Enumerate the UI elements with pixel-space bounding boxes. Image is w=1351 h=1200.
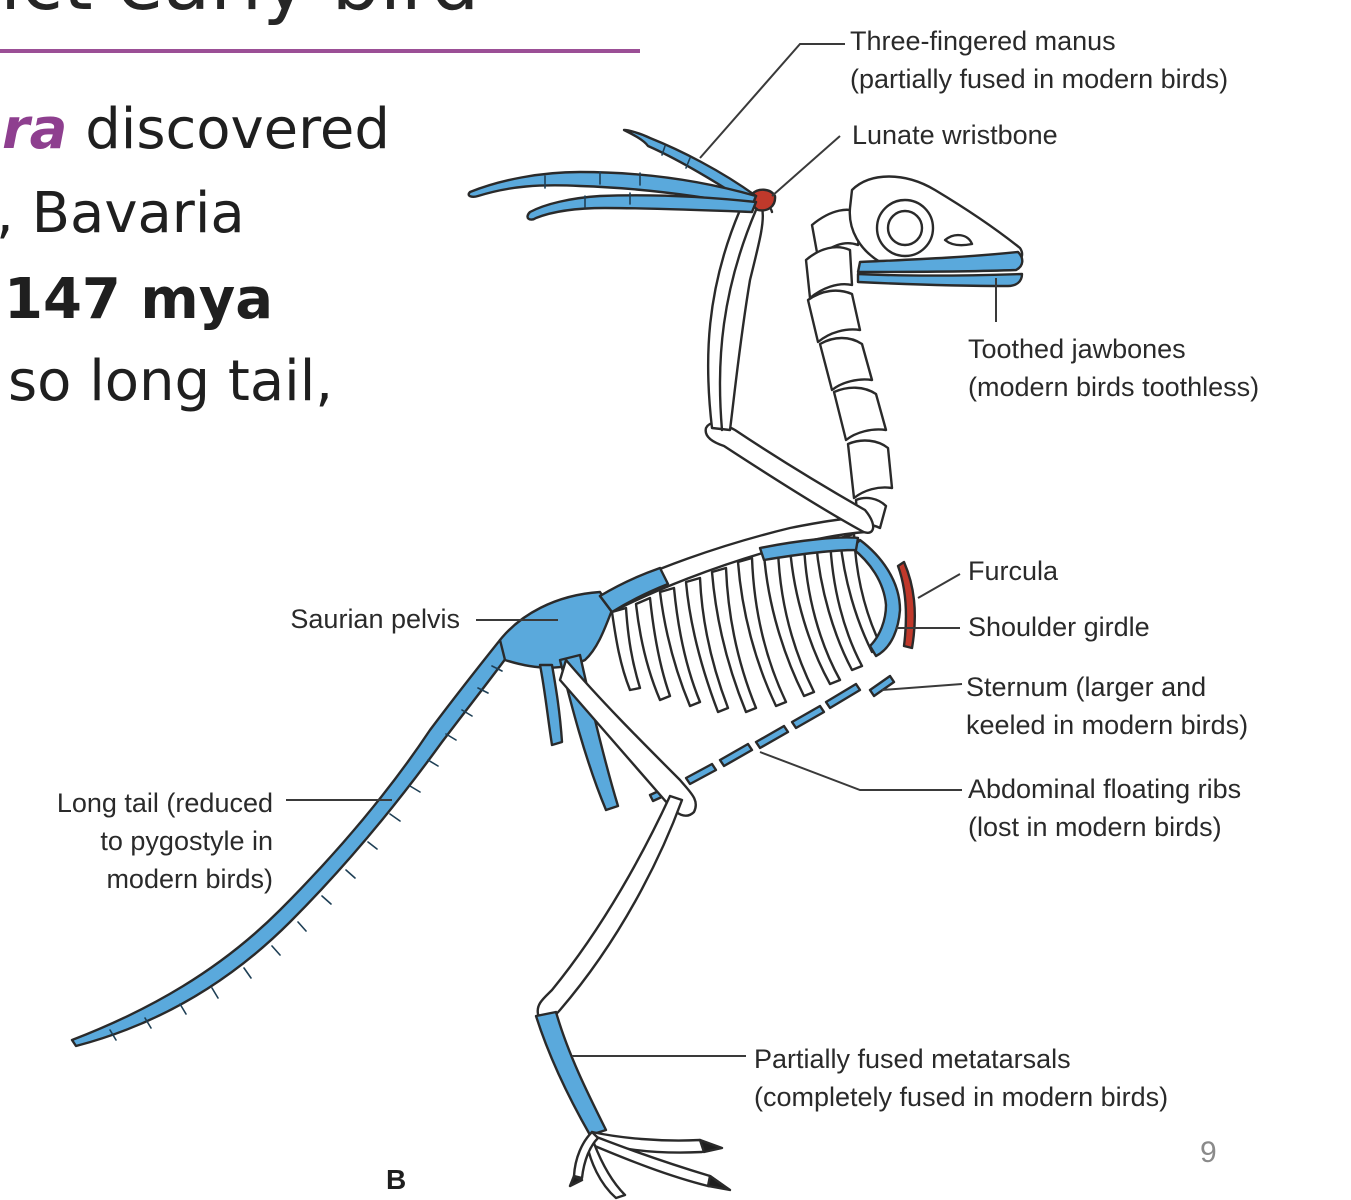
label-manus: Three-fingered manus (partially fused in… — [850, 22, 1228, 98]
bullet-accent-text: ra — [2, 97, 68, 162]
bullet-age: 147 mya — [4, 272, 273, 328]
label-metatarsals: Partially fused metatarsals (completely … — [754, 1040, 1168, 1116]
bullet-age-text: 147 mya — [4, 267, 274, 332]
femur — [558, 658, 697, 817]
nostril — [943, 233, 974, 247]
slide-title: ict early bird — [0, 0, 479, 27]
label-shoulder-line1: Shoulder girdle — [968, 612, 1150, 642]
metatarsals — [534, 1010, 608, 1137]
label-sternum-line2: keeled in modern birds) — [966, 710, 1249, 740]
tail-segments — [109, 665, 503, 1041]
bullet-long-tail: so long tail, — [8, 349, 334, 414]
figure-letter: B — [386, 1164, 407, 1195]
scapula-blue — [758, 536, 860, 562]
label-manus-line2: (partially fused in modern birds) — [850, 64, 1229, 94]
bullet-discovered: ra discovered — [2, 102, 390, 158]
neck-vertebrae — [804, 208, 894, 530]
title-underline — [0, 49, 640, 53]
foot-toes — [572, 1130, 726, 1200]
finger-joints — [544, 145, 691, 208]
label-tail: Long tail (reduced to pygostyle in moder… — [57, 784, 273, 898]
forearm — [706, 200, 765, 432]
pelvis-ischium — [538, 663, 564, 747]
sternum-bone — [868, 674, 896, 698]
label-wristbone-line1: Lunate wristbone — [852, 120, 1058, 150]
label-tail-line2: to pygostyle in — [100, 826, 273, 856]
label-jaw: Toothed jawbones (modern birds toothless… — [968, 330, 1259, 406]
label-metatarsals-line2: (completely fused in modern birds) — [754, 1082, 1169, 1112]
leader-ribs — [759, 751, 962, 791]
label-sternum: Sternum (larger and keeled in modern bir… — [966, 668, 1248, 744]
tibia — [536, 794, 684, 1021]
label-abdominal-ribs: Abdominal floating ribs (lost in modern … — [968, 770, 1241, 846]
lower-jaw — [856, 272, 1024, 288]
shoulder-girdle — [850, 538, 902, 658]
leader-sternum — [881, 683, 963, 691]
page-number: 9 — [1200, 1136, 1217, 1169]
label-tail-line3: modern birds) — [106, 864, 273, 894]
toe-claws — [568, 1138, 732, 1192]
label-sternum-line1: Sternum (larger and — [966, 672, 1207, 702]
furcula-bone — [896, 560, 917, 650]
leader-furcula — [917, 573, 961, 599]
label-wristbone: Lunate wristbone — [852, 116, 1058, 154]
leader-wristbone — [771, 135, 841, 197]
rib-cage — [610, 532, 884, 714]
pelvis-ilium — [498, 590, 614, 669]
label-pelvis-line1: Saurian pelvis — [290, 604, 460, 634]
humerus — [704, 421, 875, 534]
label-furcula-line1: Furcula — [968, 556, 1059, 586]
label-furcula: Furcula — [968, 552, 1058, 590]
label-metatarsals-line1: Partially fused metatarsals — [754, 1044, 1071, 1074]
label-jaw-line1: Toothed jawbones — [968, 334, 1186, 364]
leader-lines — [286, 43, 997, 1057]
leader-manus — [699, 43, 845, 159]
upper-jaw — [856, 250, 1024, 274]
skull — [848, 175, 1024, 264]
label-jaw-line2: (modern birds toothless) — [968, 372, 1260, 402]
label-pelvis: Saurian pelvis — [290, 600, 460, 638]
label-tail-line1: Long tail (reduced — [56, 788, 273, 818]
dorsal-vertebrae-blue — [598, 566, 670, 614]
label-ribs-line2: (lost in modern birds) — [968, 812, 1222, 842]
bullet-bavaria: , Bavaria — [0, 181, 245, 246]
label-ribs-line1: Abdominal floating ribs — [968, 774, 1242, 804]
label-shoulder-girdle: Shoulder girdle — [968, 608, 1150, 646]
label-manus-line1: Three-fingered manus — [850, 26, 1116, 56]
bullet-text: discovered — [67, 97, 390, 162]
